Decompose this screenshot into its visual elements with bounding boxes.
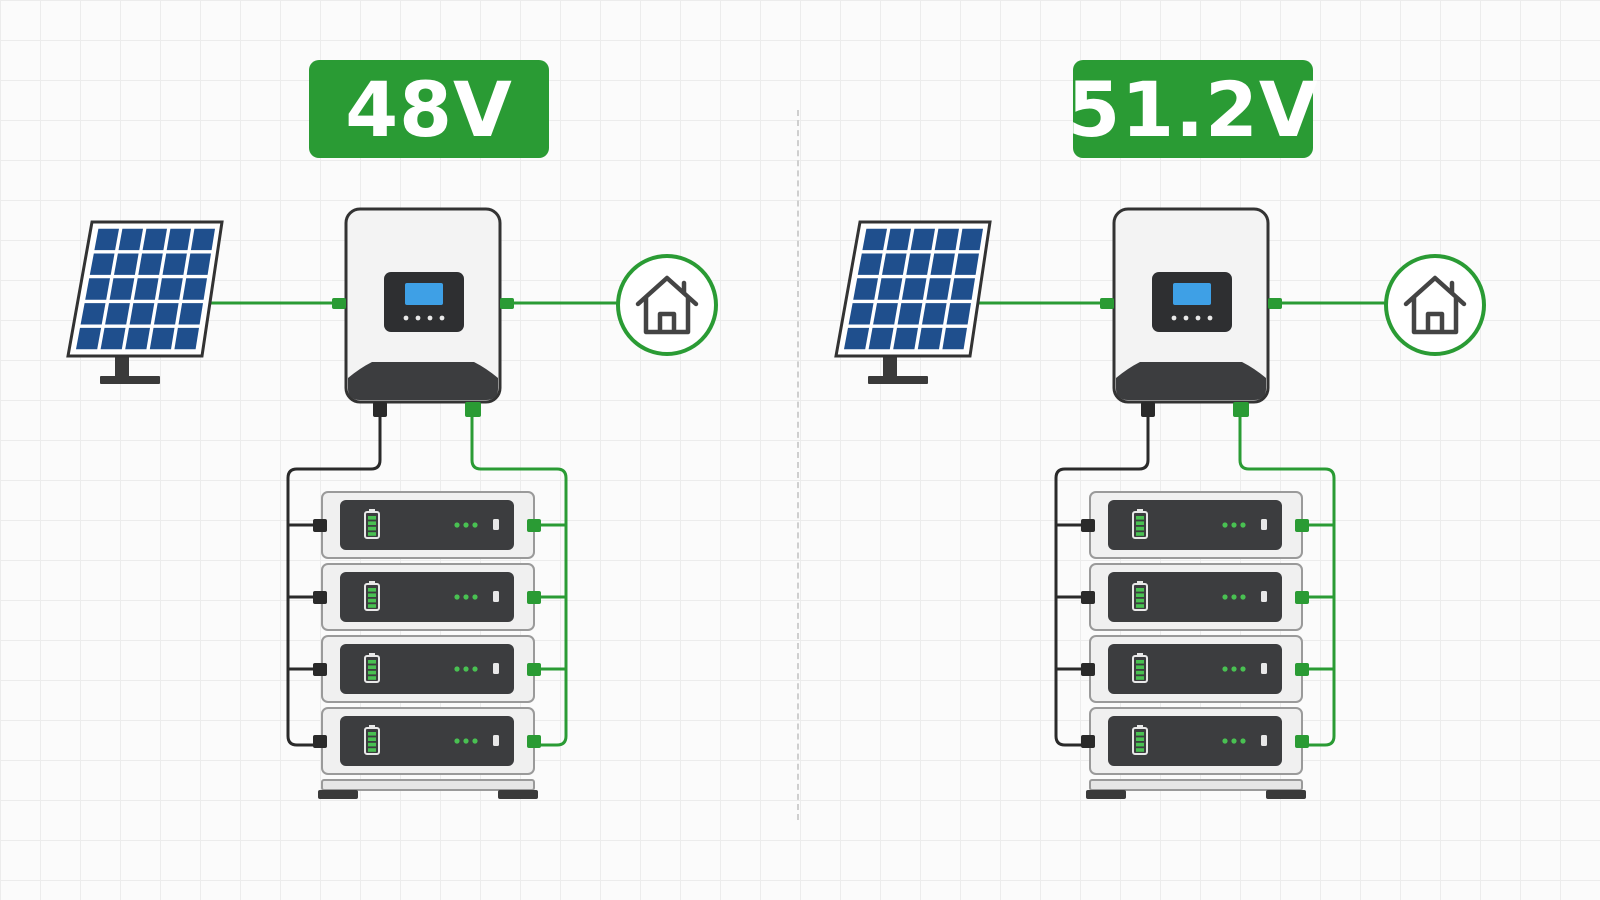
battery-module-icon [1081,563,1309,631]
voltage-badge: 51.2V [1067,60,1318,158]
system-48v: 48V [0,0,780,900]
battery-module-icon [313,563,541,631]
home-icon [616,254,718,356]
voltage-badge: 48V [309,60,549,158]
system-51-2v: 51.2V [768,0,1548,900]
battery-rack [1086,779,1306,799]
negative-cable [286,417,382,747]
positive-cable [1238,417,1336,747]
battery-module-icon [1081,635,1309,703]
battery-module-icon [313,707,541,775]
battery-rack [318,779,538,799]
system-scene [834,207,1486,799]
solar-panel-icon [66,220,224,384]
home-icon [1384,254,1486,356]
battery-module-icon [313,491,541,559]
battery-module-icon [313,635,541,703]
inverter-icon [1100,207,1282,417]
positive-cable [470,417,568,747]
inverter-icon [332,207,514,417]
battery-module-icon [1081,491,1309,559]
center-divider [797,110,799,820]
battery-module-icon [1081,707,1309,775]
negative-cable [1054,417,1150,747]
system-scene [66,207,718,799]
solar-panel-icon [834,220,992,384]
